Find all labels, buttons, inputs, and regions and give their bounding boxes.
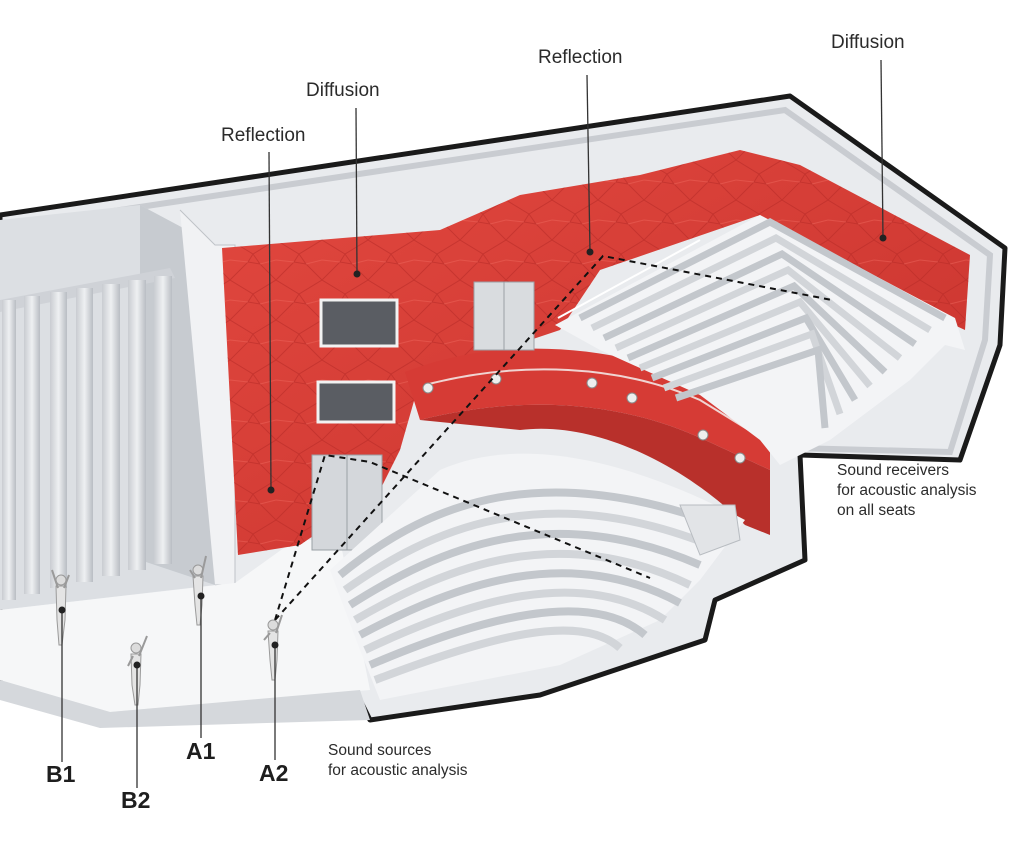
label-diffusion-left: Diffusion bbox=[306, 80, 380, 101]
sound-receivers-line-3: on all seats bbox=[837, 502, 916, 519]
label-reflection-right: Reflection bbox=[538, 47, 623, 68]
figure-b1 bbox=[51, 569, 70, 646]
sound-receivers-note: Sound receivers for acoustic analysis on… bbox=[837, 461, 977, 521]
sound-receivers-line-2: for acoustic analysis bbox=[837, 482, 977, 499]
source-label-b2: B2 bbox=[121, 787, 151, 813]
sound-receivers-line-1: Sound receivers bbox=[837, 462, 950, 479]
source-label-b1: B1 bbox=[46, 761, 76, 787]
balcony-seating bbox=[555, 215, 965, 465]
stage-floor bbox=[0, 540, 370, 728]
source-label-a1: A1 bbox=[186, 738, 216, 764]
sound-sources-note: Sound sources for acoustic analysis bbox=[328, 741, 468, 781]
label-reflection-left: Reflection bbox=[221, 125, 306, 146]
stage-tower bbox=[0, 205, 236, 610]
sound-ray-paths bbox=[274, 254, 833, 621]
stalls-seating bbox=[330, 453, 745, 700]
lighting-rig bbox=[422, 373, 746, 464]
sound-sources-line-1: Sound sources bbox=[328, 742, 432, 759]
sound-sources-line-2: for acoustic analysis bbox=[328, 762, 468, 779]
label-diffusion-right: Diffusion bbox=[831, 32, 905, 53]
stage-curtains bbox=[0, 268, 175, 600]
callout-leaders bbox=[58, 59, 887, 788]
source-label-a2: A2 bbox=[259, 760, 289, 786]
